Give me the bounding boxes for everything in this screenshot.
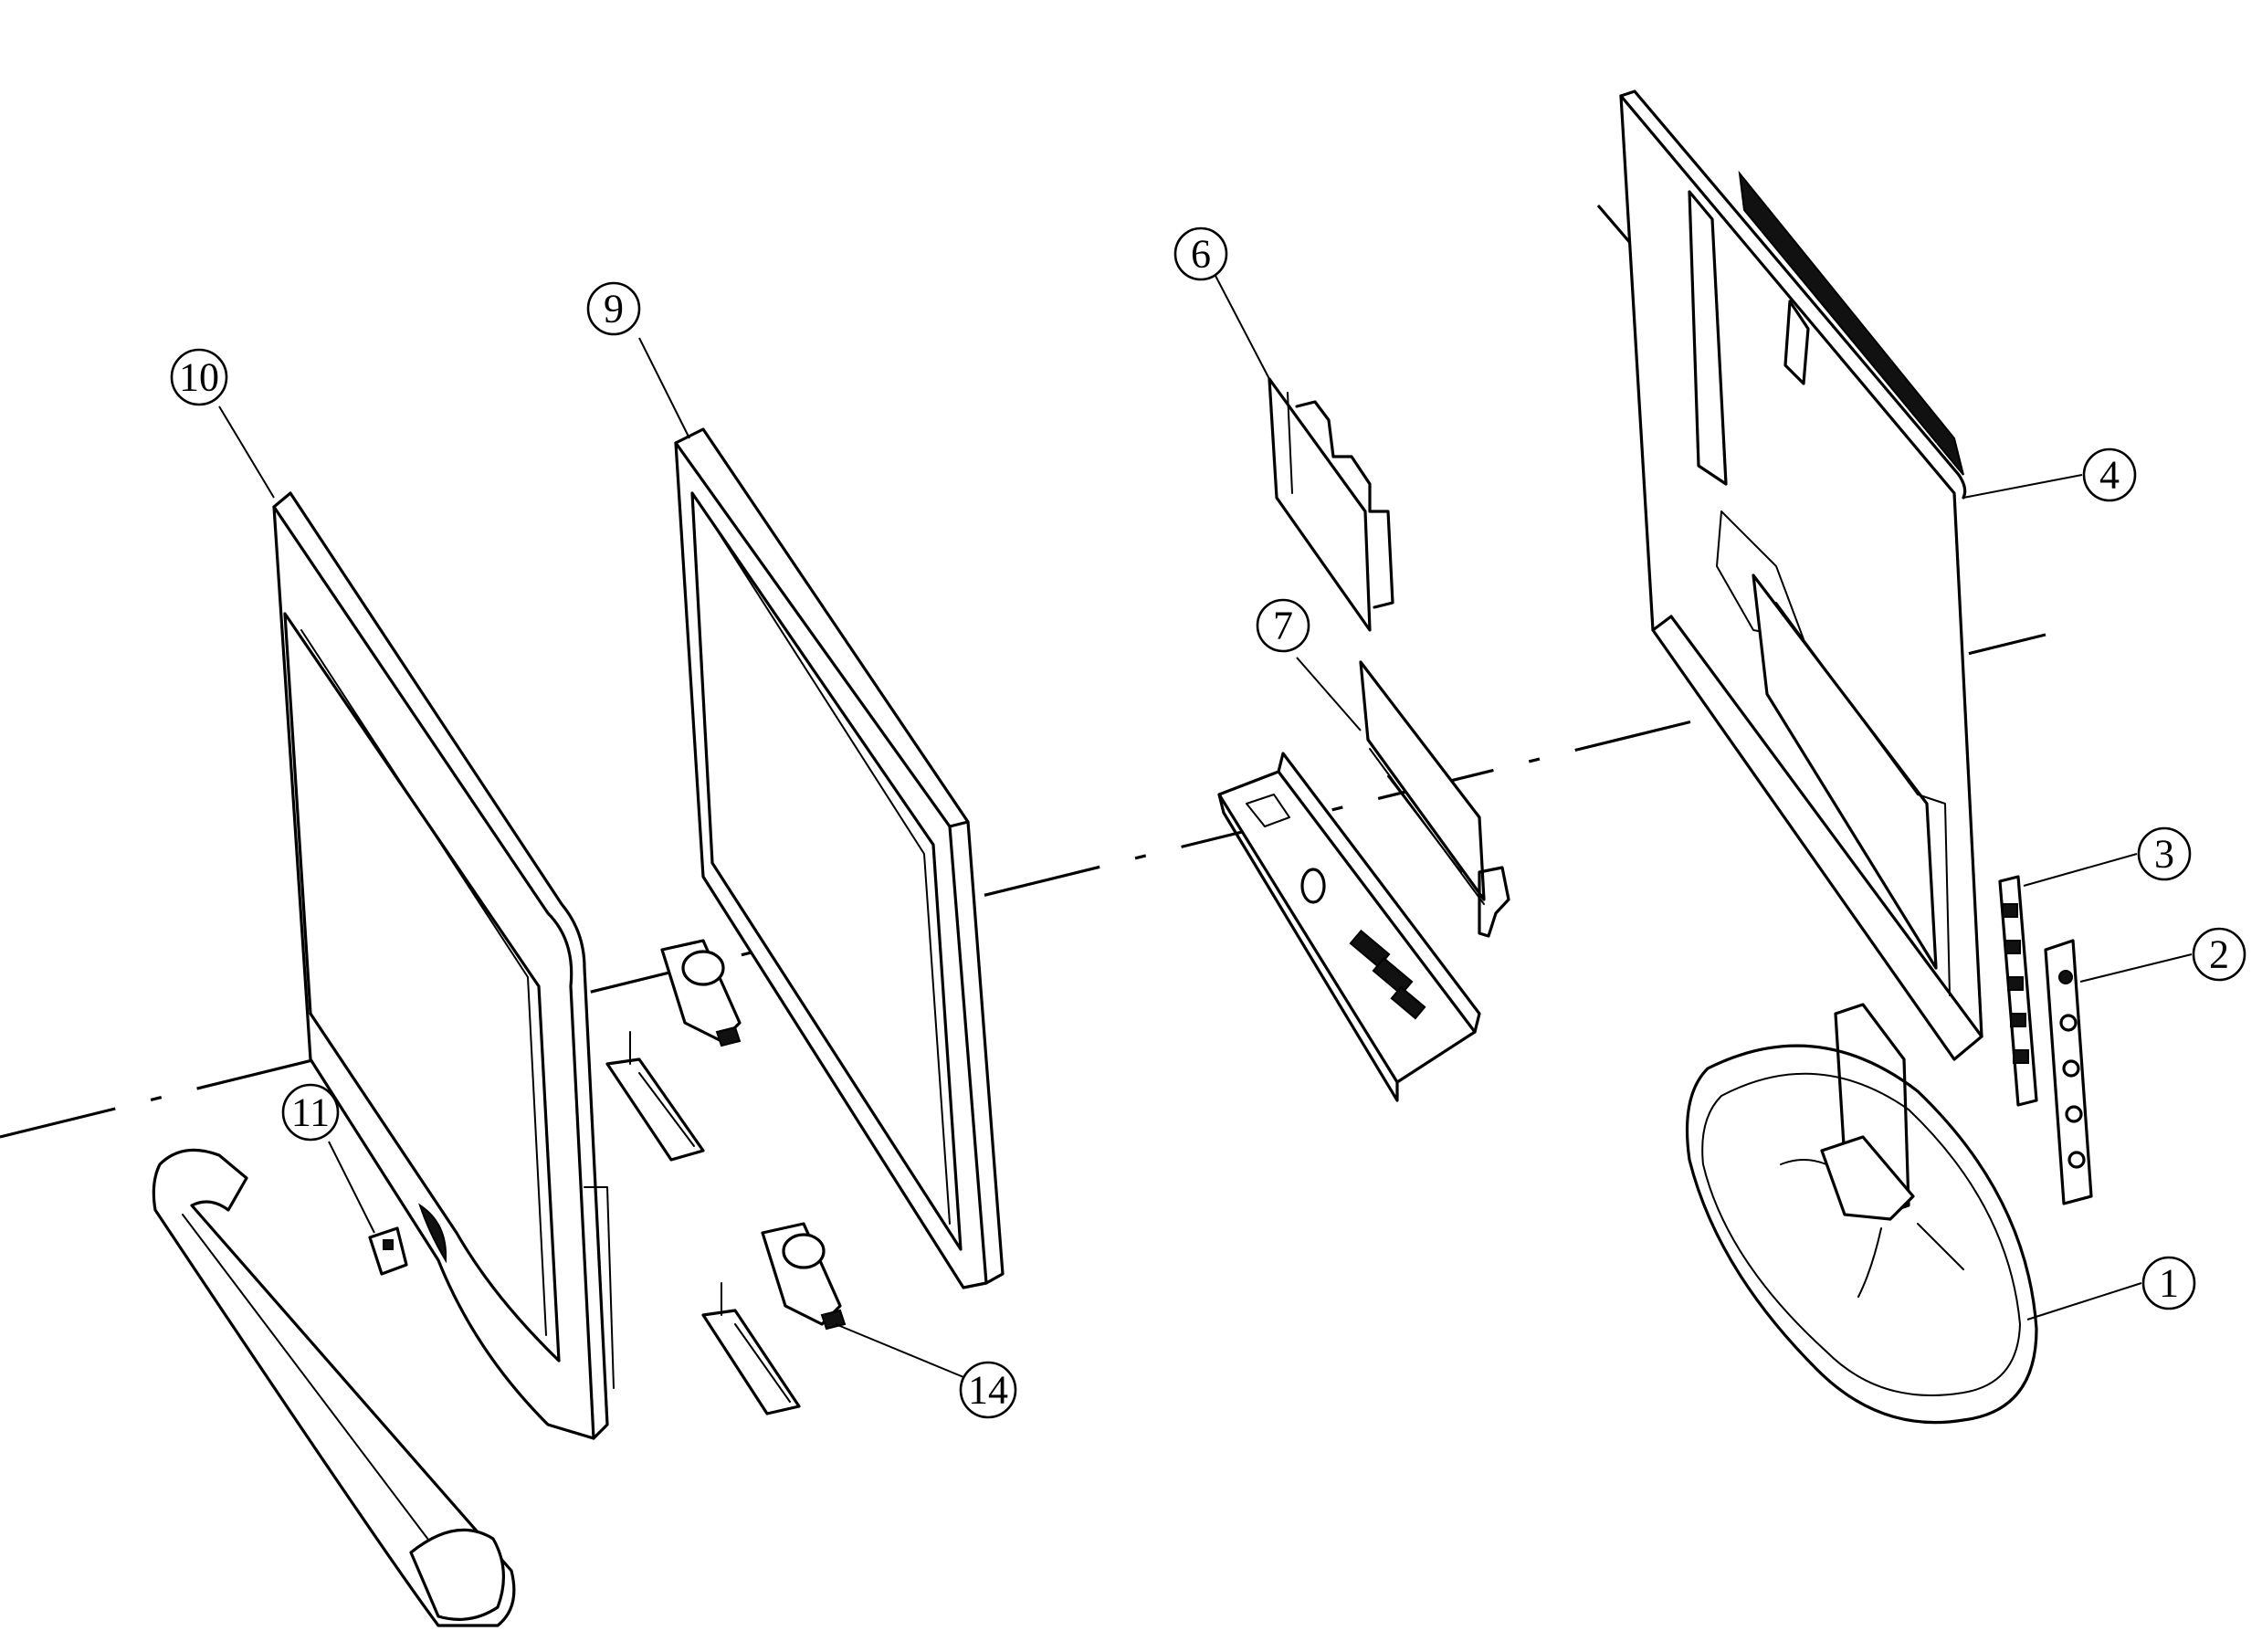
- key-board-part: [2044, 939, 2093, 1205]
- callout-7: 7: [1256, 598, 1310, 653]
- callout-2: 2: [2192, 927, 2246, 982]
- key-buttons-icon: [2002, 903, 2029, 1064]
- callout-label-11: 11: [291, 1090, 330, 1135]
- callout-6: 6: [1173, 226, 1228, 281]
- inner-frame-part: [674, 427, 1005, 1289]
- key-strip-part: [1998, 875, 2038, 1107]
- leader-lines: [218, 273, 2193, 1380]
- stand-base-part: [1685, 1003, 2038, 1425]
- callout-label-14: 14: [968, 1368, 1008, 1413]
- callout-label-7: 7: [1273, 604, 1293, 648]
- hinge-assembly-upper: [605, 939, 742, 1162]
- callout-10: 10: [170, 348, 228, 406]
- shield-bracket-part: [1217, 752, 1481, 1102]
- connector-ports-icon: [1349, 929, 1426, 1020]
- back-cover-part: [1619, 89, 1983, 1061]
- callout-1: 1: [2141, 1256, 2196, 1310]
- callout-label-1: 1: [2159, 1261, 2179, 1306]
- callout-label-2: 2: [2209, 932, 2229, 977]
- callout-label-3: 3: [2154, 832, 2174, 877]
- hinge-assembly-lower: [701, 1222, 847, 1415]
- callout-label-9: 9: [604, 287, 624, 331]
- callout-label-6: 6: [1191, 232, 1211, 277]
- callout-11: 11: [281, 1083, 340, 1142]
- main-board-part: [1359, 660, 1510, 938]
- callout-label-10: 10: [179, 355, 219, 400]
- stand-neck-part: [152, 1148, 516, 1627]
- callout-label-4: 4: [2099, 453, 2120, 498]
- small-bracket-part: [368, 1226, 408, 1276]
- small-board-part: [1268, 377, 1394, 632]
- callout-9: 9: [586, 281, 641, 336]
- callout-4: 4: [2082, 447, 2137, 502]
- callout-14: 14: [959, 1361, 1017, 1419]
- front-bezel-part: [272, 491, 615, 1440]
- callout-3: 3: [2137, 826, 2192, 881]
